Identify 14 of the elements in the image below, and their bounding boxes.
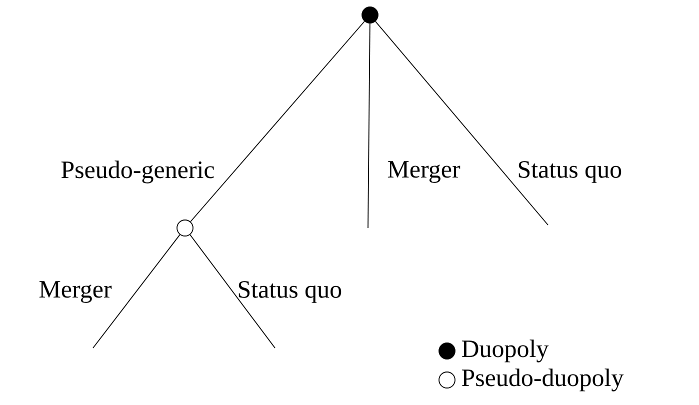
branch-line: [190, 20, 365, 222]
branch-line: [375, 21, 548, 226]
edge-label: Merger: [388, 161, 460, 183]
legend-text: Duopoly: [462, 340, 549, 362]
game-node: [362, 6, 378, 24]
branch-line: [190, 234, 276, 348]
edge-label: Status quo: [518, 161, 622, 183]
branch-line: [92, 234, 180, 348]
edge-label: Merger: [39, 281, 112, 303]
game-node: [176, 220, 194, 236]
legend-text: Pseudo-duopoly: [462, 368, 624, 392]
edge-label: Pseudo-generic: [61, 160, 214, 184]
branch-line: [368, 23, 370, 228]
edge-label: Status quo: [238, 281, 342, 303]
